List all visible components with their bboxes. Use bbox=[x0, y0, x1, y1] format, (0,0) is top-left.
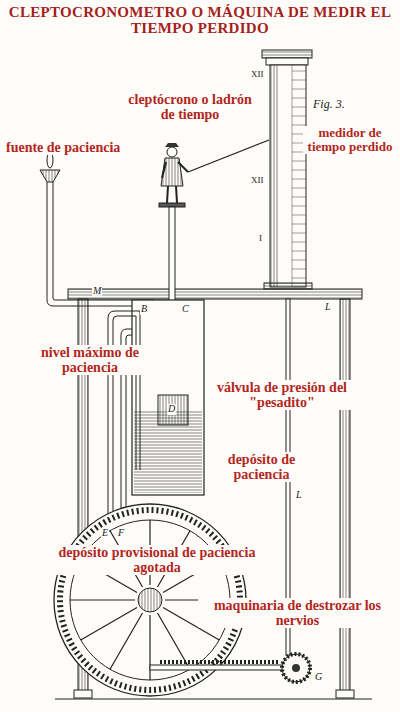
column-base bbox=[264, 283, 312, 289]
table-top bbox=[68, 289, 362, 299]
part-label: depósito de paciencia bbox=[212, 452, 311, 482]
wheel-hub bbox=[138, 588, 162, 612]
diagram-title: CLEPTOCRONOMETRO O MÁQUINA DE MEDIR EL T… bbox=[5, 4, 395, 36]
pointer-wand bbox=[188, 140, 269, 172]
table-leg bbox=[340, 299, 350, 697]
supply-pipe bbox=[47, 182, 148, 318]
figure-legs bbox=[167, 186, 177, 203]
hour-numeral: I bbox=[258, 234, 263, 244]
figure-body bbox=[161, 158, 183, 186]
part-label: medidor de tiempo perdido bbox=[303, 126, 397, 154]
float-valve bbox=[158, 395, 188, 425]
reference-letter: F bbox=[117, 528, 125, 539]
figure-number: Fig. 3. bbox=[312, 98, 346, 111]
figure-arm bbox=[162, 162, 166, 178]
figure-arm bbox=[178, 162, 188, 172]
drive-shaft bbox=[150, 665, 300, 670]
column-shade bbox=[270, 65, 279, 287]
fountain-cup bbox=[40, 170, 60, 182]
part-label: cleptócrono o ladrón de tiempo bbox=[118, 92, 262, 122]
hour-numeral: XII bbox=[250, 70, 265, 80]
part-label: nivel máximo de paciencia bbox=[36, 345, 144, 375]
supply-pipe bbox=[53, 182, 154, 318]
part-label: maquinaria de destrozar los nervios bbox=[198, 598, 397, 628]
column-capital bbox=[266, 58, 308, 65]
reference-letter: B bbox=[140, 304, 148, 315]
reference-letter: D bbox=[167, 404, 176, 415]
part-label: depósito provisional de paciencia agotad… bbox=[35, 545, 279, 575]
reference-letter: E bbox=[101, 528, 109, 539]
leg-foot bbox=[74, 690, 92, 698]
part-label: válvula de presión del "pesadito" bbox=[205, 380, 359, 410]
hour-scale bbox=[292, 65, 306, 287]
drive-rack bbox=[160, 660, 280, 664]
hour-scale bbox=[292, 65, 293, 287]
pinion-teeth bbox=[282, 654, 310, 682]
figure-head bbox=[167, 147, 177, 157]
pinion-gear bbox=[282, 654, 310, 682]
water-tank bbox=[132, 300, 204, 495]
pinion-hub bbox=[292, 664, 300, 672]
reference-letter: L bbox=[324, 302, 332, 313]
leg-foot bbox=[336, 690, 354, 698]
reference-letter: L bbox=[295, 490, 303, 501]
column-capital bbox=[262, 50, 312, 58]
reference-letter: C bbox=[181, 304, 190, 315]
part-label: fuente de paciencia bbox=[4, 140, 122, 155]
hour-numeral: XII bbox=[250, 176, 265, 186]
figure-hat bbox=[165, 143, 179, 147]
siphon-tube bbox=[108, 311, 124, 525]
figure-plate bbox=[159, 203, 185, 207]
column-shaft bbox=[270, 65, 306, 287]
reference-letter: G bbox=[314, 672, 323, 683]
floor-line bbox=[55, 698, 372, 699]
reference-letter: M bbox=[92, 286, 102, 297]
